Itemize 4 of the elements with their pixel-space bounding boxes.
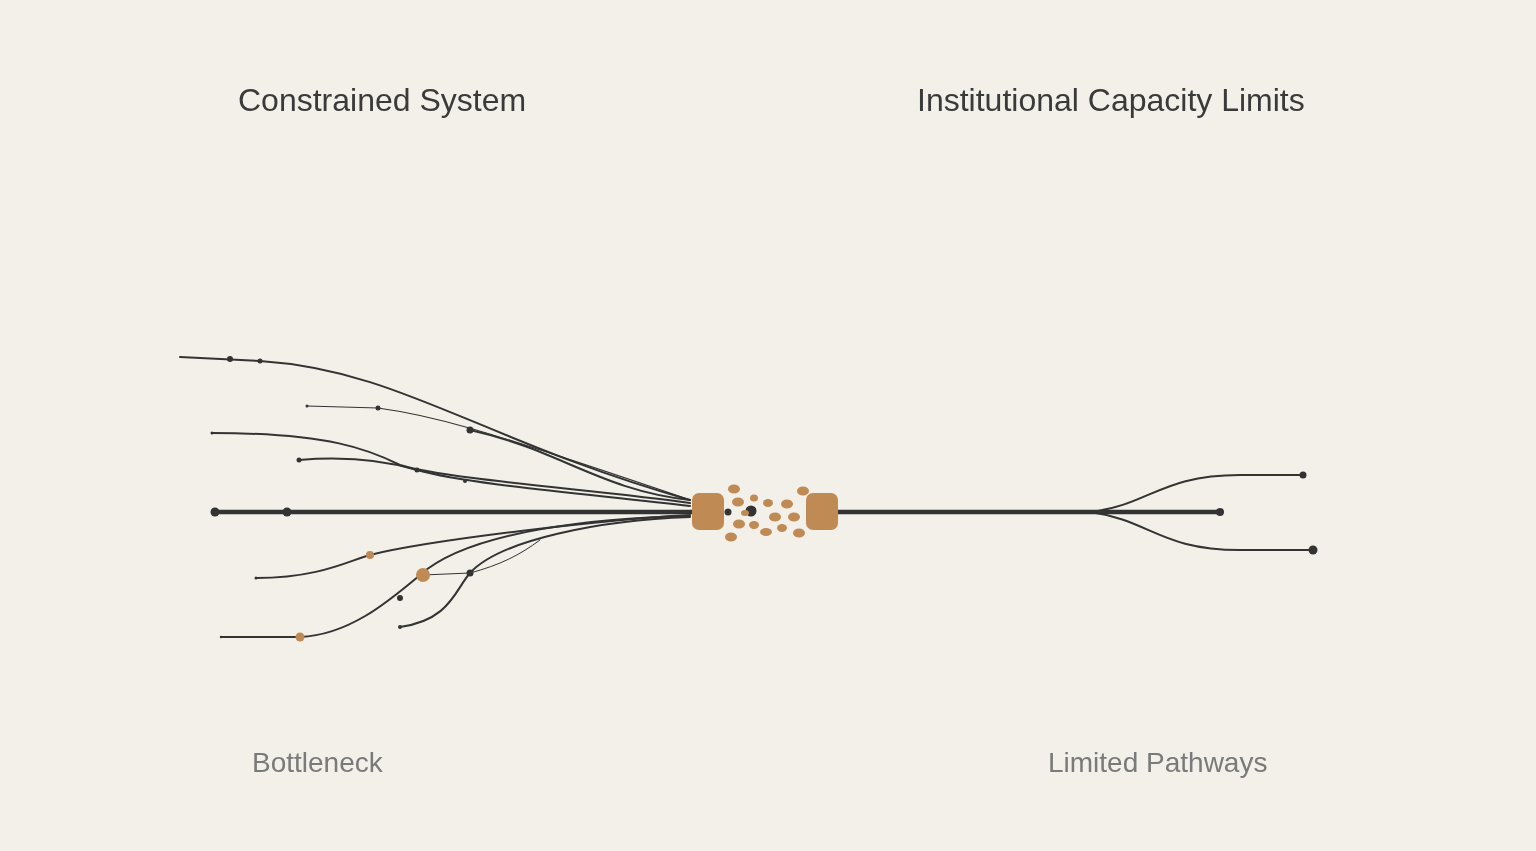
caption-text: Bottleneck (252, 746, 383, 780)
heading-text: Institutional Capacity Limits (917, 81, 1305, 120)
heading-text: Constrained System (238, 81, 527, 120)
caption-text: Limited Pathways (1048, 746, 1268, 780)
